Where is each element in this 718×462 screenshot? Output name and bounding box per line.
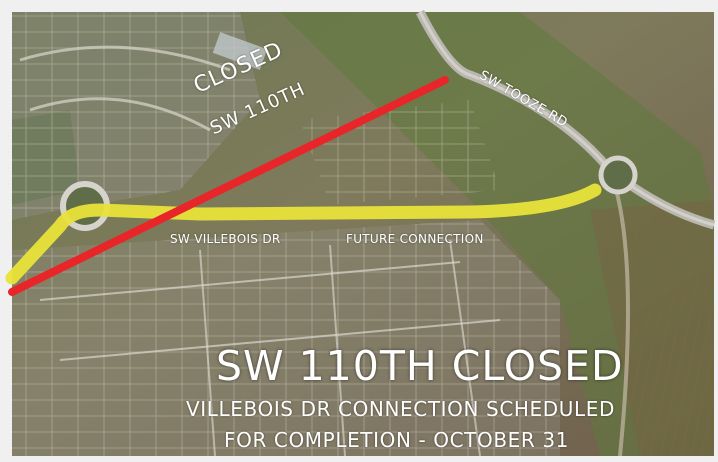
orchard-field — [590, 200, 714, 456]
future-connection-route — [5, 183, 602, 285]
tooze-road-centerline — [418, 11, 715, 227]
nw-street — [19, 45, 231, 72]
subdivision-street — [59, 319, 501, 361]
subdivision-street — [449, 239, 481, 457]
schedule-subline: VILLEBOIS DR CONNECTION SCHEDULED — [186, 397, 615, 421]
east-roundabout — [598, 155, 638, 195]
closed-road-route — [8, 76, 449, 296]
villebois-road-label: SW VILLEBOIS DR — [170, 232, 281, 246]
building — [212, 32, 268, 70]
developed-lots — [12, 12, 260, 220]
completion-date-subline: FOR COMPLETION - OCTOBER 31 — [224, 428, 569, 452]
subdivision-lots — [12, 220, 560, 456]
closure-headline: SW 110TH CLOSED — [216, 342, 624, 390]
subdivision-street — [39, 261, 461, 301]
nw-street — [29, 97, 211, 132]
subdivision-street — [329, 244, 346, 457]
orchard-soil — [590, 200, 714, 456]
future-connection-label: FUTURE CONNECTION — [346, 232, 484, 246]
green-field — [280, 12, 714, 456]
subdivision-street — [199, 249, 216, 457]
